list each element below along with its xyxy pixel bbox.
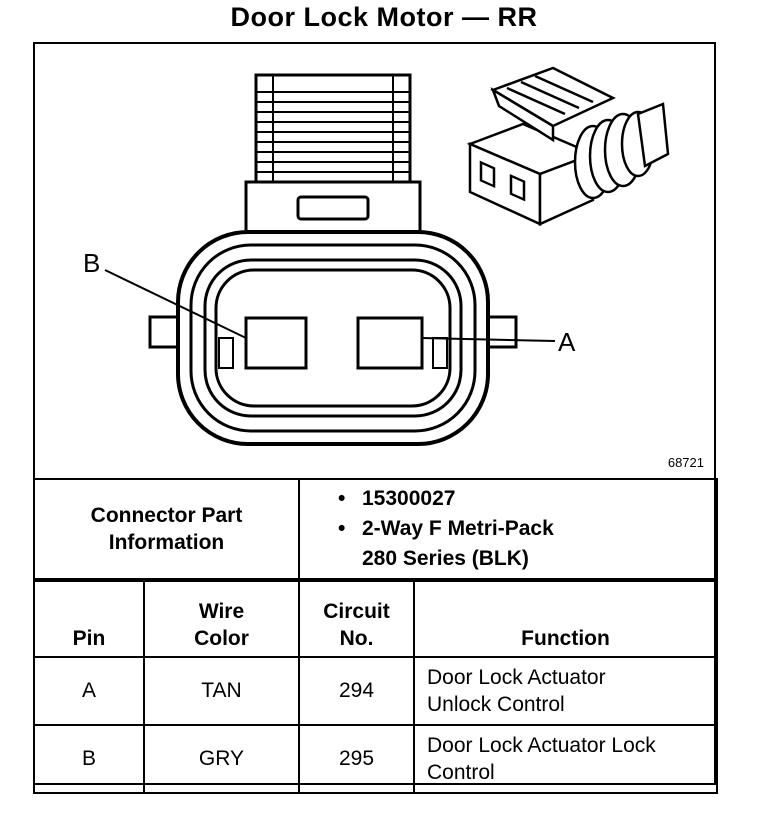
leader-line-b [104, 269, 247, 339]
pin-label-a: A [558, 327, 576, 357]
connector-type-line1: 2-Way F Metri-Pack [362, 517, 554, 540]
pin-label-b: B [83, 248, 100, 278]
iso-latch-front [490, 87, 555, 143]
part-number-item: •15300027 [338, 487, 456, 510]
iso-pin-slot-2 [509, 174, 526, 202]
connector-part-row: Connector Part Information •15300027 •2-… [33, 478, 718, 580]
connector-part-table: Connector Part Information •15300027 •2-… [33, 478, 718, 580]
header-wire-color: Wire Color [143, 580, 300, 658]
terminal-a [356, 316, 424, 370]
pin-table-header: Pin Wire Color Circuit No. Function [33, 580, 718, 658]
iso-pin-slot-1 [479, 160, 496, 189]
latch-ribs [256, 75, 410, 182]
figure-number: 68721 [667, 455, 704, 470]
table-row: A TAN 294 Door Lock Actuator Unlock Cont… [33, 656, 718, 726]
connector-diagram: B A [83, 66, 670, 446]
header-pin: Pin [33, 580, 145, 658]
circuit-cell: 294 [298, 656, 415, 726]
connector-isometric-view [466, 66, 670, 226]
table-row: B GRY 295 Door Lock Actuator Lock Contro… [33, 724, 718, 794]
key-left [218, 337, 234, 369]
pin-table: Pin Wire Color Circuit No. Function A TA… [33, 580, 718, 794]
right-side-tab [484, 315, 518, 349]
iso-rear [636, 102, 670, 168]
middle-shell [189, 243, 477, 433]
terminal-b [244, 316, 308, 370]
connector-type-line2: 280 Series (BLK) [362, 547, 529, 570]
connector-part-label-line1: Connector Part [90, 504, 243, 527]
connector-part-label: Connector Part Information [33, 478, 300, 580]
connector-type-item: •2-Way F Metri-Pack [338, 517, 554, 540]
part-number: 15300027 [362, 487, 456, 510]
circuit-cell: 295 [298, 724, 415, 794]
connector-part-info: •15300027 •2-Way F Metri-Pack 280 Series… [298, 478, 718, 580]
leader-line-a [421, 337, 556, 342]
pin-cell: A [33, 656, 145, 726]
connector-type-item-cont: 280 Series (BLK) [338, 544, 716, 574]
outer-shell [176, 230, 490, 446]
page-title: Door Lock Motor — RR [230, 2, 538, 32]
header-circuit: Circuit No. [298, 580, 415, 658]
latch-tab [296, 195, 370, 221]
wire-color-cell: TAN [143, 656, 300, 726]
header-function: Function [413, 580, 718, 658]
wire-color-cell: GRY [143, 724, 300, 794]
function-cell: Door Lock Actuator Lock Control [413, 724, 718, 794]
connector-part-label-line2: Information [108, 531, 225, 554]
function-cell: Door Lock Actuator Unlock Control [413, 656, 718, 726]
left-side-tab [148, 315, 182, 349]
pin-cell: B [33, 724, 145, 794]
connector-face-view [104, 73, 556, 446]
